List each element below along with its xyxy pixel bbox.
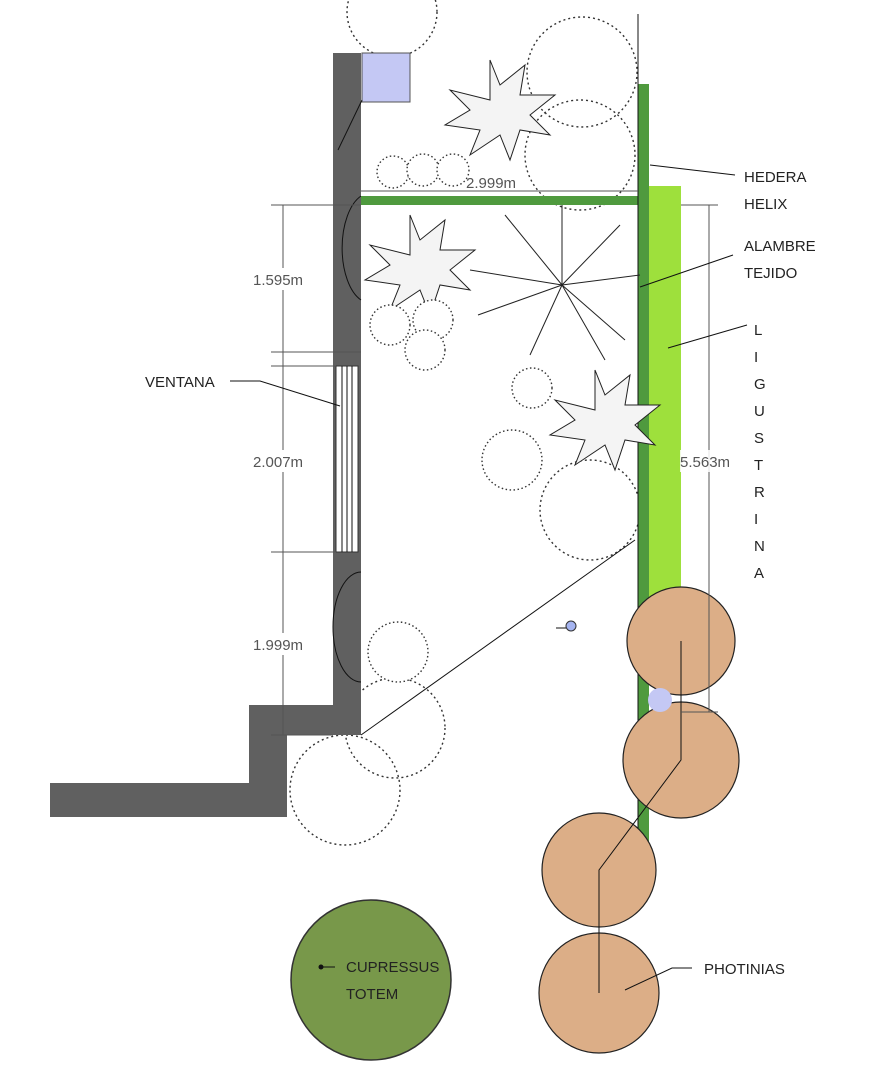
tree-outline-icon (524, 99, 636, 211)
svg-text:CUPRESSUS: CUPRESSUS (346, 959, 439, 976)
wall-diagonal (337, 99, 363, 151)
svg-text:HEDERA: HEDERA (744, 169, 807, 186)
svg-text:A: A (754, 565, 764, 582)
wall-step (249, 705, 361, 735)
diagonal-line (360, 539, 636, 736)
dim-width-top: 2.999m (466, 175, 516, 192)
svg-text:G: G (754, 376, 766, 393)
leader-lines (230, 164, 748, 991)
photinia-link (598, 641, 682, 993)
tree-outline-icon (346, 0, 438, 58)
svg-text:TEJIDO: TEJIDO (744, 265, 797, 282)
label-ventana: VENTANA (145, 374, 215, 391)
tree-outline-icon (539, 459, 641, 561)
svg-text:ALAMBRE: ALAMBRE (744, 238, 816, 255)
dim-right-total: 5.563m (680, 454, 730, 471)
svg-text:HELIX: HELIX (744, 196, 787, 213)
svg-text:U: U (754, 403, 765, 420)
svg-text:R: R (754, 484, 765, 501)
ventana-window (335, 365, 359, 553)
label-hedera: HEDERA HELIX (744, 169, 807, 213)
svg-text:N: N (754, 538, 765, 555)
dim-left-2: 2.007m (253, 454, 303, 471)
tree-outline-icon (289, 734, 401, 846)
shrub-icon (367, 153, 553, 683)
hedera-strip (638, 84, 649, 894)
tree-outline-icon (526, 16, 638, 128)
label-ligustrina: L I G U S T R I N A (754, 322, 766, 582)
ligustrina-hedge (646, 186, 681, 602)
svg-text:L: L (754, 322, 762, 339)
fern-icon (363, 59, 662, 472)
photinias (538, 586, 740, 1054)
svg-text:I: I (754, 511, 758, 528)
top-fence (361, 196, 638, 205)
label-photinias: PHOTINIAS (704, 961, 785, 978)
cupressus-circle (290, 899, 452, 1061)
door-swing-bottom (332, 571, 362, 683)
photinia-gap (648, 688, 672, 712)
palm-icon (469, 205, 641, 361)
dim-left-1: 1.595m (253, 272, 303, 289)
point-marker (565, 620, 577, 632)
label-alambre: ALAMBRE TEJIDO (744, 238, 816, 282)
svg-text:TOTEM: TOTEM (346, 986, 398, 1003)
dim-left-3: 1.999m (253, 637, 303, 654)
svg-text:T: T (754, 457, 763, 474)
window-box (361, 52, 411, 103)
svg-text:S: S (754, 430, 764, 447)
label-cupressus: CUPRESSUS TOTEM (346, 959, 439, 1003)
svg-text:I: I (754, 349, 758, 366)
wall-bottom (50, 783, 287, 817)
